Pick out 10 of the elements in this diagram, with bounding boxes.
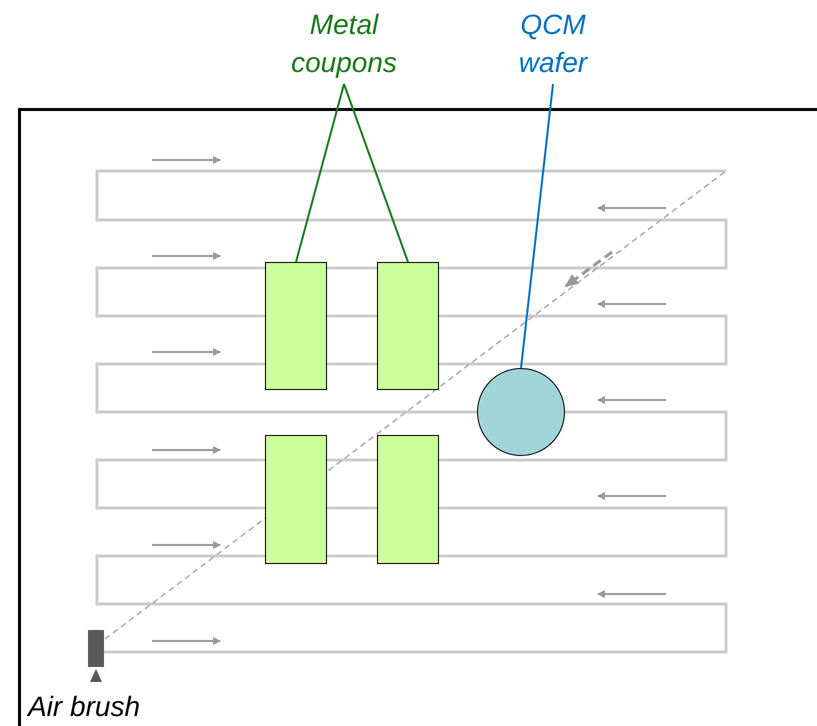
metal-coupon	[265, 262, 327, 390]
airbrush-label: Air brush	[28, 690, 140, 724]
metal-coupon	[265, 435, 327, 564]
leader-line	[343, 84, 409, 262]
leader-line	[295, 84, 345, 262]
callout-text: Metal coupons	[264, 4, 424, 84]
metal-coupon	[377, 435, 439, 564]
callout-text: QCM wafer	[490, 4, 616, 84]
metal-coupon	[377, 262, 439, 390]
leader-line	[520, 84, 554, 368]
